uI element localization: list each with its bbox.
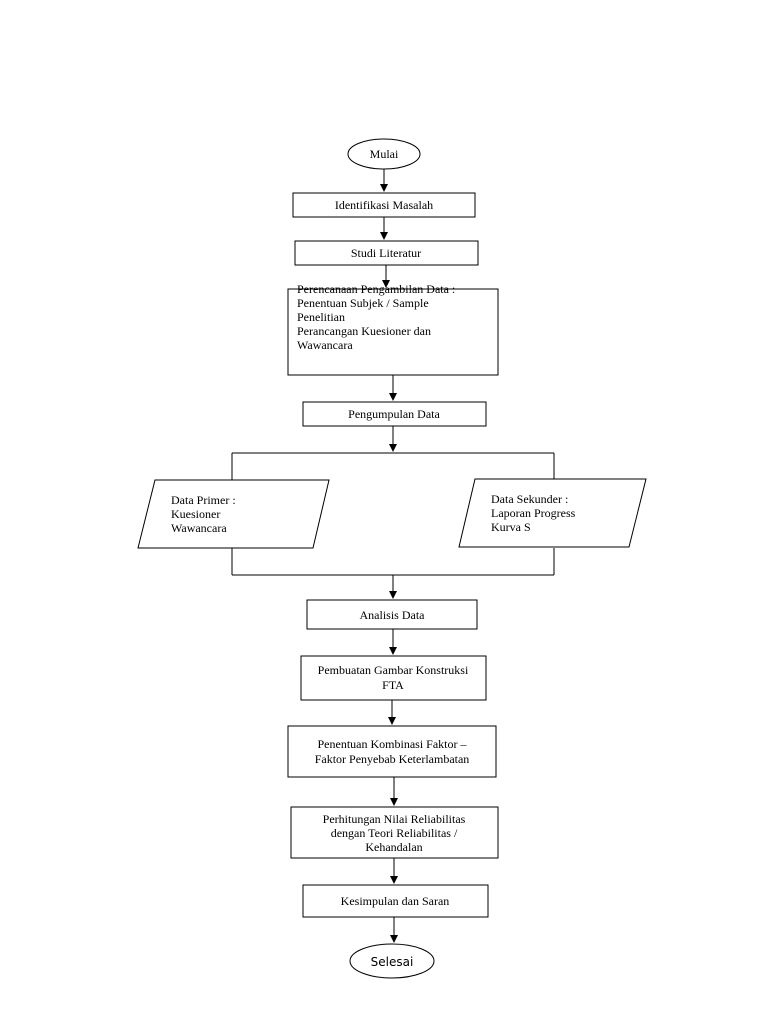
step-studi-literatur: Studi Literatur (294, 240, 479, 266)
data-sekunder-line-2: Laporan Progress (491, 506, 576, 520)
end-terminal: Selesai (349, 943, 435, 979)
perhitungan-line-3: Kehandalan (365, 840, 422, 854)
start-terminal: Mulai (347, 138, 421, 170)
data-sekunder-io: Data Sekunder : Laporan Progress Kurva S (458, 478, 647, 548)
step-penentuan-kombinasi: Penentuan Kombinasi Faktor – Faktor Peny… (287, 725, 497, 778)
analisis-label: Analisis Data (360, 608, 426, 622)
data-primer-line-3: Wawancara (171, 521, 227, 535)
perencanaan-line-3: Penelitian (297, 310, 345, 324)
perencanaan-line-5: Wawancara (297, 338, 353, 352)
data-sekunder-line-1: Data Sekunder : (491, 492, 568, 506)
studi-label: Studi Literatur (351, 246, 421, 260)
perencanaan-line-4: Perancangan Kuesioner dan (297, 324, 431, 338)
step-kesimpulan-saran: Kesimpulan dan Saran (302, 884, 489, 918)
step-perencanaan: Perencanaan Pengambilan Data : Penentuan… (287, 282, 499, 376)
pengumpulan-label: Pengumpulan Data (348, 407, 440, 421)
kesimpulan-label: Kesimpulan dan Saran (341, 894, 450, 908)
step-pembuatan-fta: Pembuatan Gambar Konstruksi FTA (300, 655, 487, 701)
data-primer-line-1: Data Primer : (171, 493, 236, 507)
data-primer-io: Data Primer : Kuesioner Wawancara (137, 479, 330, 549)
end-label: Selesai (371, 955, 414, 969)
step-perhitungan-reliabilitas: Perhitungan Nilai Reliabilitas dengan Te… (290, 806, 499, 859)
penentuan-line-2: Faktor Penyebab Keterlambatan (315, 752, 470, 766)
start-label: Mulai (370, 147, 399, 161)
step-identifikasi-masalah: Identifikasi Masalah (292, 192, 476, 218)
step-pengumpulan-data: Pengumpulan Data (302, 401, 487, 427)
step-analisis-data: Analisis Data (306, 599, 478, 630)
penentuan-line-1: Penentuan Kombinasi Faktor – (318, 737, 468, 751)
pembuatan-line-1: Pembuatan Gambar Konstruksi (318, 663, 469, 677)
identifikasi-label: Identifikasi Masalah (335, 198, 433, 212)
data-primer-line-2: Kuesioner (171, 507, 220, 521)
pembuatan-line-2: FTA (382, 678, 404, 692)
data-sekunder-line-3: Kurva S (491, 520, 531, 534)
perhitungan-line-1: Perhitungan Nilai Reliabilitas (323, 812, 466, 826)
perhitungan-line-2: dengan Teori Reliabilitas / (331, 826, 458, 840)
perencanaan-line-2: Penentuan Subjek / Sample (297, 296, 429, 310)
perencanaan-line-1: Perencanaan Pengambilan Data : (297, 282, 455, 296)
